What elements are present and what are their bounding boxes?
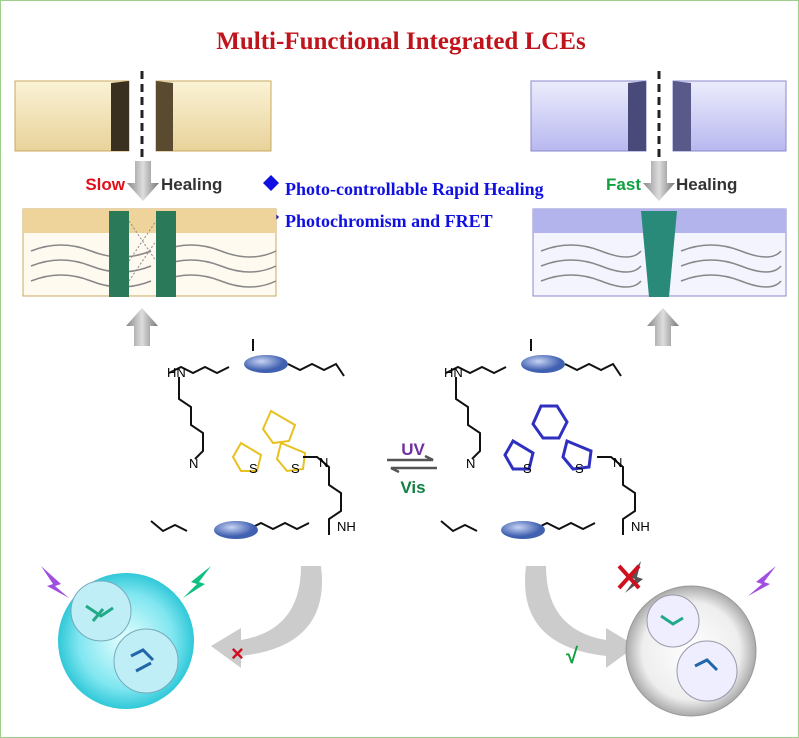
left-down-arrow-icon (127, 161, 159, 201)
slow-label: Slow (85, 175, 125, 194)
atom-hn-right: HN (444, 365, 463, 380)
title: Multi-Functional Integrated LCEs (216, 28, 586, 55)
fluorescent-sphere (41, 566, 211, 709)
closed-form-molecule (440, 339, 636, 539)
atom-hn-left: HN (167, 365, 186, 380)
left-broken-blocks (14, 71, 272, 161)
feature-list: Photo-controllable Rapid Healing Photoch… (263, 175, 544, 231)
right-healing-block (532, 208, 787, 297)
open-form-molecule (150, 339, 345, 539)
atom-n-left: N (189, 456, 198, 471)
atom-nh-left: NH (337, 519, 356, 534)
right-broken-blocks (530, 71, 787, 161)
diamond-bullet-icon (263, 175, 279, 191)
backward-arrow-icon (390, 466, 437, 474)
atom-n-right2: N (613, 455, 622, 470)
atom-s-right1: S (523, 461, 532, 476)
lightning-icon (748, 566, 776, 596)
right-up-arrow-icon (647, 308, 679, 346)
lightning-icon (41, 566, 69, 598)
left-curved-arrow-icon (211, 566, 322, 668)
atom-s-right2: S (575, 461, 584, 476)
atom-n-left2: N (319, 455, 328, 470)
left-healing-block (22, 208, 277, 297)
forward-arrow-icon (387, 454, 434, 462)
vis-label: Vis (400, 478, 425, 497)
atom-s-left1: S (249, 461, 258, 476)
uv-label: UV (401, 440, 425, 459)
right-healing-label: Healing (676, 175, 737, 194)
atom-s-left2: S (291, 461, 300, 476)
emission-icon (183, 566, 211, 598)
atom-nh-right: NH (631, 519, 650, 534)
fast-label: Fast (606, 175, 641, 194)
right-curved-arrow-icon (525, 566, 636, 668)
right-down-arrow-icon (643, 161, 675, 201)
left-up-arrow-icon (126, 308, 158, 346)
quenched-sphere (617, 561, 776, 717)
atom-n-right: N (466, 456, 475, 471)
feature-2: Photochromism and FRET (285, 211, 493, 231)
cross-mark: × (231, 641, 244, 666)
left-healing-label: Healing (161, 175, 222, 194)
feature-1: Photo-controllable Rapid Healing (285, 179, 544, 199)
blocked-x-icon (617, 564, 641, 590)
check-mark: √ (566, 643, 579, 668)
